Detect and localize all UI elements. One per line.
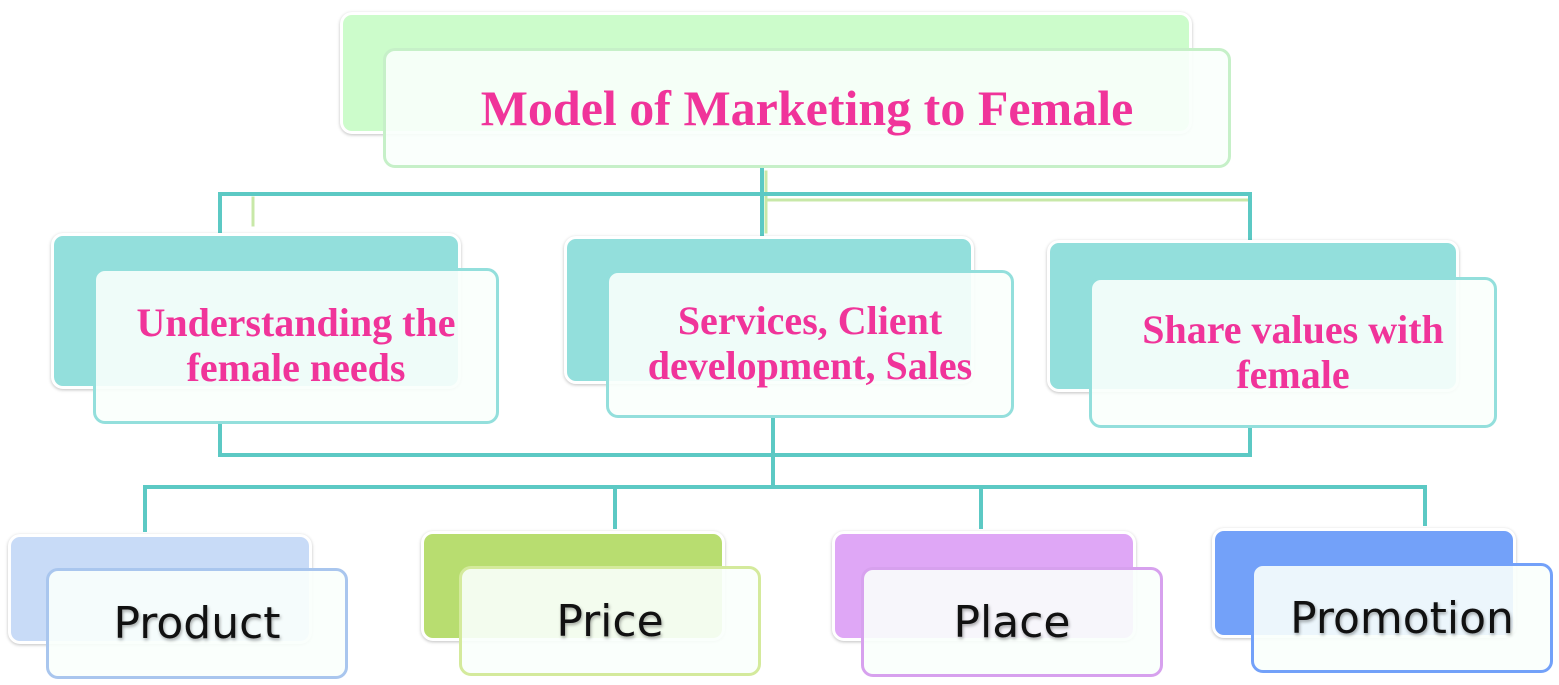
diagram-title: Model of Marketing to Female bbox=[480, 79, 1134, 136]
middle-node-front: Services, Client development, Sales bbox=[606, 270, 1014, 418]
middle-node-label: Services, Client development, Sales bbox=[647, 298, 973, 388]
middle-node-front: Share values with female bbox=[1089, 277, 1497, 428]
middle-node-label: Share values with female bbox=[1142, 306, 1444, 397]
leaf-node-label: Product bbox=[113, 598, 281, 649]
leaf-node-label: Price bbox=[556, 595, 664, 647]
title-node-front: Model of Marketing to Female bbox=[383, 48, 1231, 168]
leaf-node-label: Promotion bbox=[1290, 592, 1514, 644]
middle-node-label: Understanding the female needs bbox=[136, 300, 456, 390]
middle-node-front: Understanding the female needs bbox=[93, 268, 499, 424]
leaf-node-front: Product bbox=[46, 568, 348, 679]
leaf-node-front: Place bbox=[861, 567, 1163, 677]
leaf-node-front: Promotion bbox=[1251, 563, 1553, 673]
leaf-node-front: Price bbox=[459, 566, 761, 676]
leaf-node-label: Place bbox=[953, 596, 1071, 648]
